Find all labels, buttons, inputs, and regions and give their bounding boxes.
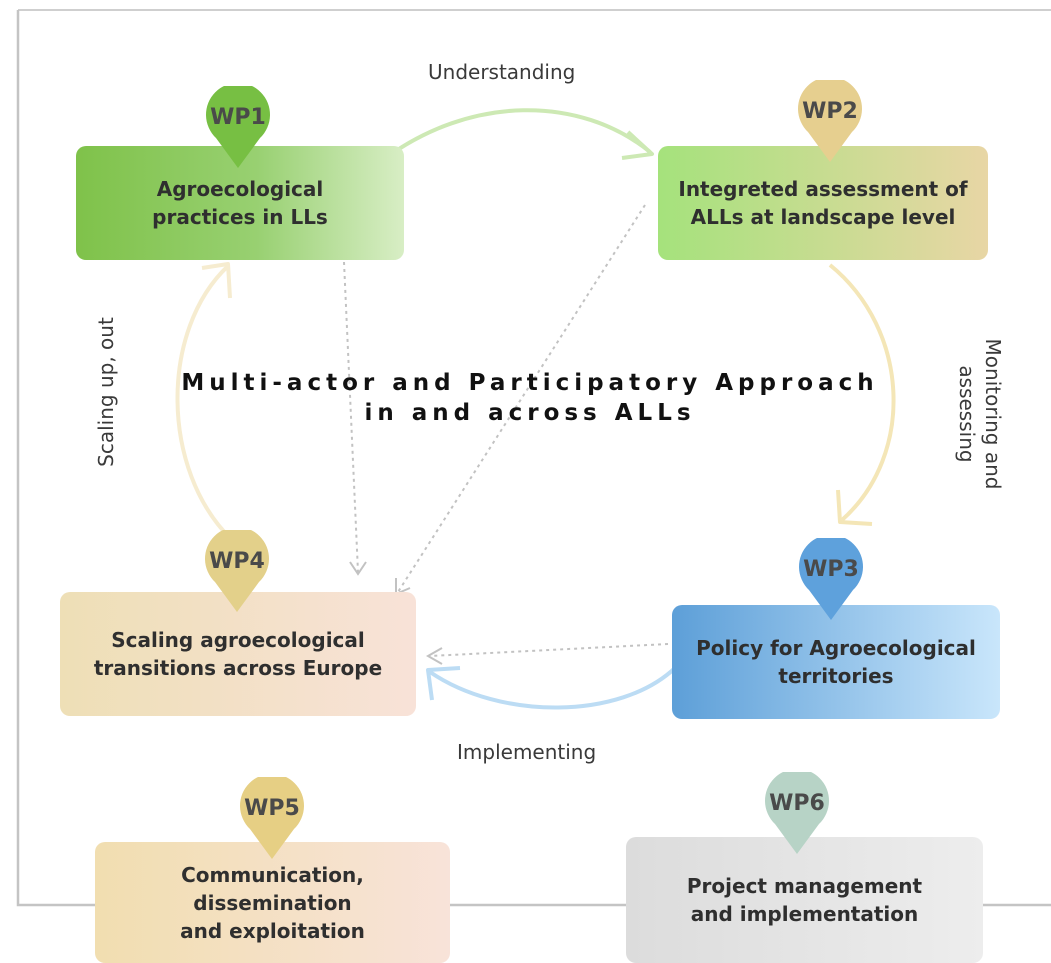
wp4-pin-icon: WP4 bbox=[203, 530, 271, 614]
wp6-pin-shape bbox=[765, 772, 829, 854]
wp5-pin-label: WP5 bbox=[244, 795, 300, 821]
monitoring-label: Monitoring and assessing bbox=[954, 314, 1006, 514]
wp6-pin-icon: WP6 bbox=[763, 772, 831, 856]
scaling-label: Scaling up, out bbox=[94, 317, 118, 467]
dotted-arrowhead-wp3-wp4 bbox=[425, 647, 443, 665]
arrow-monitoring bbox=[828, 263, 896, 522]
arrowhead-understanding bbox=[621, 130, 654, 160]
dotted-connector-wp1-wp4 bbox=[343, 261, 359, 573]
wp1-pin-icon: WP1 bbox=[204, 86, 272, 170]
wp3-pin-label: WP3 bbox=[803, 556, 859, 582]
wp4-pin-label: WP4 bbox=[209, 548, 265, 574]
wp2-box-label: Integreted assessment of ALLs at landsca… bbox=[678, 177, 968, 229]
monitoring-label-line1: Monitoring and bbox=[981, 338, 1005, 490]
wp5-box-label: Communication, dissemination and exploit… bbox=[180, 862, 365, 943]
wp3-pin-icon: WP3 bbox=[797, 538, 865, 622]
wp5-pin-icon: WP5 bbox=[238, 777, 306, 861]
center-title-line1: Multi-actor and Participatory Approach bbox=[181, 370, 879, 396]
center-title-line2: in and across ALLs bbox=[364, 400, 696, 426]
wp4-box-label: Scaling agroecological transitions acros… bbox=[93, 628, 383, 680]
wp2-pin-shape bbox=[798, 80, 862, 162]
arrow-scaling bbox=[175, 264, 234, 542]
monitoring-label-line2: assessing bbox=[955, 365, 979, 463]
wp2-pin-label: WP2 bbox=[802, 98, 858, 124]
wp4-box-bg bbox=[60, 592, 416, 716]
wp3-box-bg bbox=[672, 605, 1000, 719]
wp3-pin-shape bbox=[799, 538, 863, 620]
arrowhead-implementing bbox=[426, 666, 461, 701]
wp6-box-bg bbox=[626, 837, 983, 963]
understanding-label: Understanding bbox=[428, 60, 576, 84]
wp1-box: Agroecological practices in LLs bbox=[76, 146, 404, 260]
wp2-box: Integreted assessment of ALLs at landsca… bbox=[658, 146, 988, 260]
wp1-pin-label: WP1 bbox=[210, 104, 266, 130]
arrowhead-monitoring bbox=[836, 489, 873, 526]
wp6-box: Project management and implementation bbox=[626, 837, 983, 963]
wp5-box-bg bbox=[95, 842, 450, 963]
dotted-connector-wp3-wp4 bbox=[429, 643, 669, 657]
dotted-arrowhead-wp1-wp4 bbox=[349, 561, 367, 576]
arrowhead-scaling bbox=[201, 262, 232, 299]
wp6-pin-label: WP6 bbox=[769, 790, 825, 816]
implementing-label: Implementing bbox=[457, 740, 597, 764]
center-title: Multi-actor and Participatory Approach i… bbox=[150, 368, 910, 428]
wp5-pin-shape bbox=[240, 777, 304, 859]
wp1-box-label: Agroecological practices in LLs bbox=[152, 177, 328, 229]
frame-line bbox=[16, 10, 1051, 907]
wp4-box: Scaling agroecological transitions acros… bbox=[60, 592, 416, 716]
wp3-box-label: Policy for Agroecological territories bbox=[696, 636, 976, 688]
wp4-pin-shape bbox=[205, 530, 269, 612]
arrow-implementing bbox=[428, 666, 677, 710]
wp6-box-label: Project management and implementation bbox=[686, 874, 923, 926]
arrow-understanding bbox=[381, 108, 652, 162]
wp2-box-bg bbox=[658, 146, 988, 260]
wp2-pin-icon: WP2 bbox=[796, 80, 864, 164]
wp5-box: Communication, dissemination and exploit… bbox=[95, 842, 450, 963]
wp1-box-bg bbox=[76, 146, 404, 260]
wp3-box: Policy for Agroecological territories bbox=[672, 605, 1000, 719]
wp1-pin-shape bbox=[206, 86, 270, 168]
